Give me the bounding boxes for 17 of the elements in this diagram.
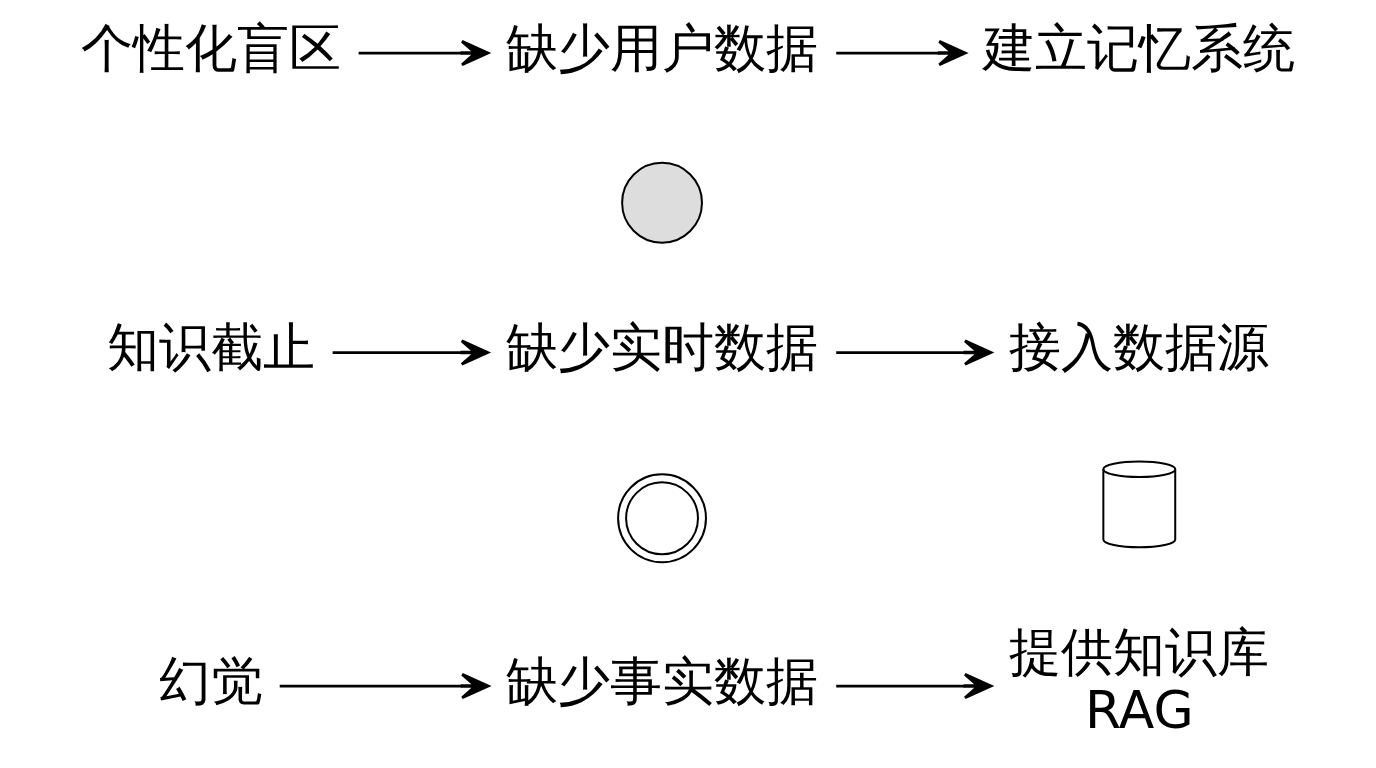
node-picture bbox=[617, 473, 707, 564]
node-text: 缺少事实数据 bbox=[506, 650, 819, 711]
node-text: 缺少实时数据 bbox=[506, 317, 819, 378]
node-text: 建立记忆系统 bbox=[983, 17, 1296, 78]
node-text: 知识截止 bbox=[106, 317, 315, 378]
arrow bbox=[836, 39, 967, 67]
node-text: 缺少用户数据 bbox=[506, 17, 819, 78]
node-text: 个性化盲区 bbox=[80, 17, 341, 78]
node-text: 提供知识库 RAG bbox=[1009, 621, 1270, 740]
arrow bbox=[836, 339, 993, 366]
arrow bbox=[279, 672, 490, 700]
node-person bbox=[621, 161, 703, 244]
node-text: 接入数据源 bbox=[1009, 317, 1270, 378]
arrow bbox=[358, 39, 490, 67]
arrow bbox=[836, 672, 993, 700]
arrow bbox=[332, 339, 490, 366]
node-text: 幻觉 bbox=[158, 650, 263, 711]
